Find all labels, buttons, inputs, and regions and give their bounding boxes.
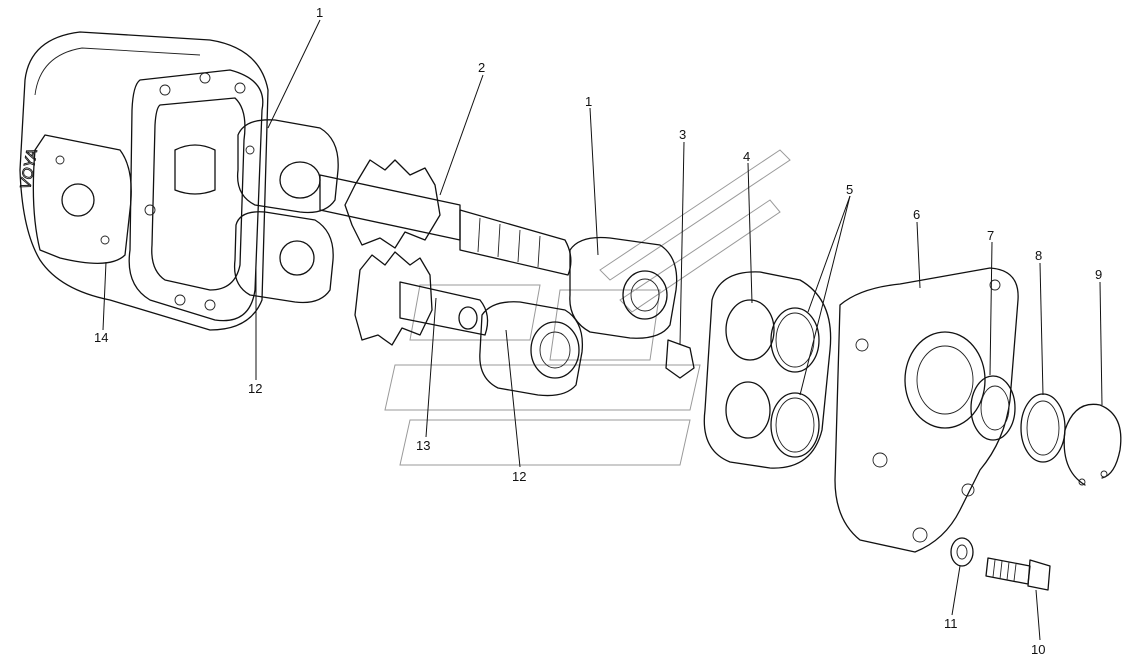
callout-12-right: 12 [512, 469, 526, 484]
callout-1-right: 1 [585, 94, 592, 109]
callout-10: 10 [1031, 642, 1045, 657]
watermark-logo [384, 149, 791, 466]
callout-labels: 1 2 1 3 4 5 6 7 8 9 14 12 13 12 11 10 [94, 5, 1102, 657]
end-cover [834, 267, 1019, 553]
key [665, 339, 695, 379]
callout-13: 13 [416, 438, 430, 453]
callout-3: 3 [679, 127, 686, 142]
lock-washer [950, 537, 974, 567]
callout-1-left: 1 [316, 5, 323, 20]
pump-housing: VOYA [17, 31, 269, 331]
bushing-right-upper [569, 236, 678, 339]
o-ring-lower [770, 392, 820, 458]
bushing-left-lower [233, 211, 334, 304]
driven-gear [354, 251, 489, 346]
callout-2: 2 [478, 60, 485, 75]
circlip [1063, 403, 1122, 486]
callout-11: 11 [944, 616, 958, 631]
callout-8: 8 [1035, 248, 1042, 263]
leader-lines [102, 19, 1103, 641]
callout-14: 14 [94, 330, 108, 345]
callout-4: 4 [743, 149, 750, 164]
gasket [703, 271, 832, 469]
callout-6: 6 [913, 207, 920, 222]
callout-5: 5 [846, 182, 853, 197]
drive-gear-shaft [319, 159, 572, 276]
bolt [985, 557, 1051, 591]
shaft-seal [970, 375, 1016, 441]
seal-washer [1020, 393, 1066, 463]
bushing-left-upper [236, 119, 339, 214]
callout-9: 9 [1095, 267, 1102, 282]
callout-12-left: 12 [248, 381, 262, 396]
callout-7: 7 [987, 228, 994, 243]
bushing-right-lower [479, 301, 584, 397]
o-ring-upper [770, 307, 820, 373]
